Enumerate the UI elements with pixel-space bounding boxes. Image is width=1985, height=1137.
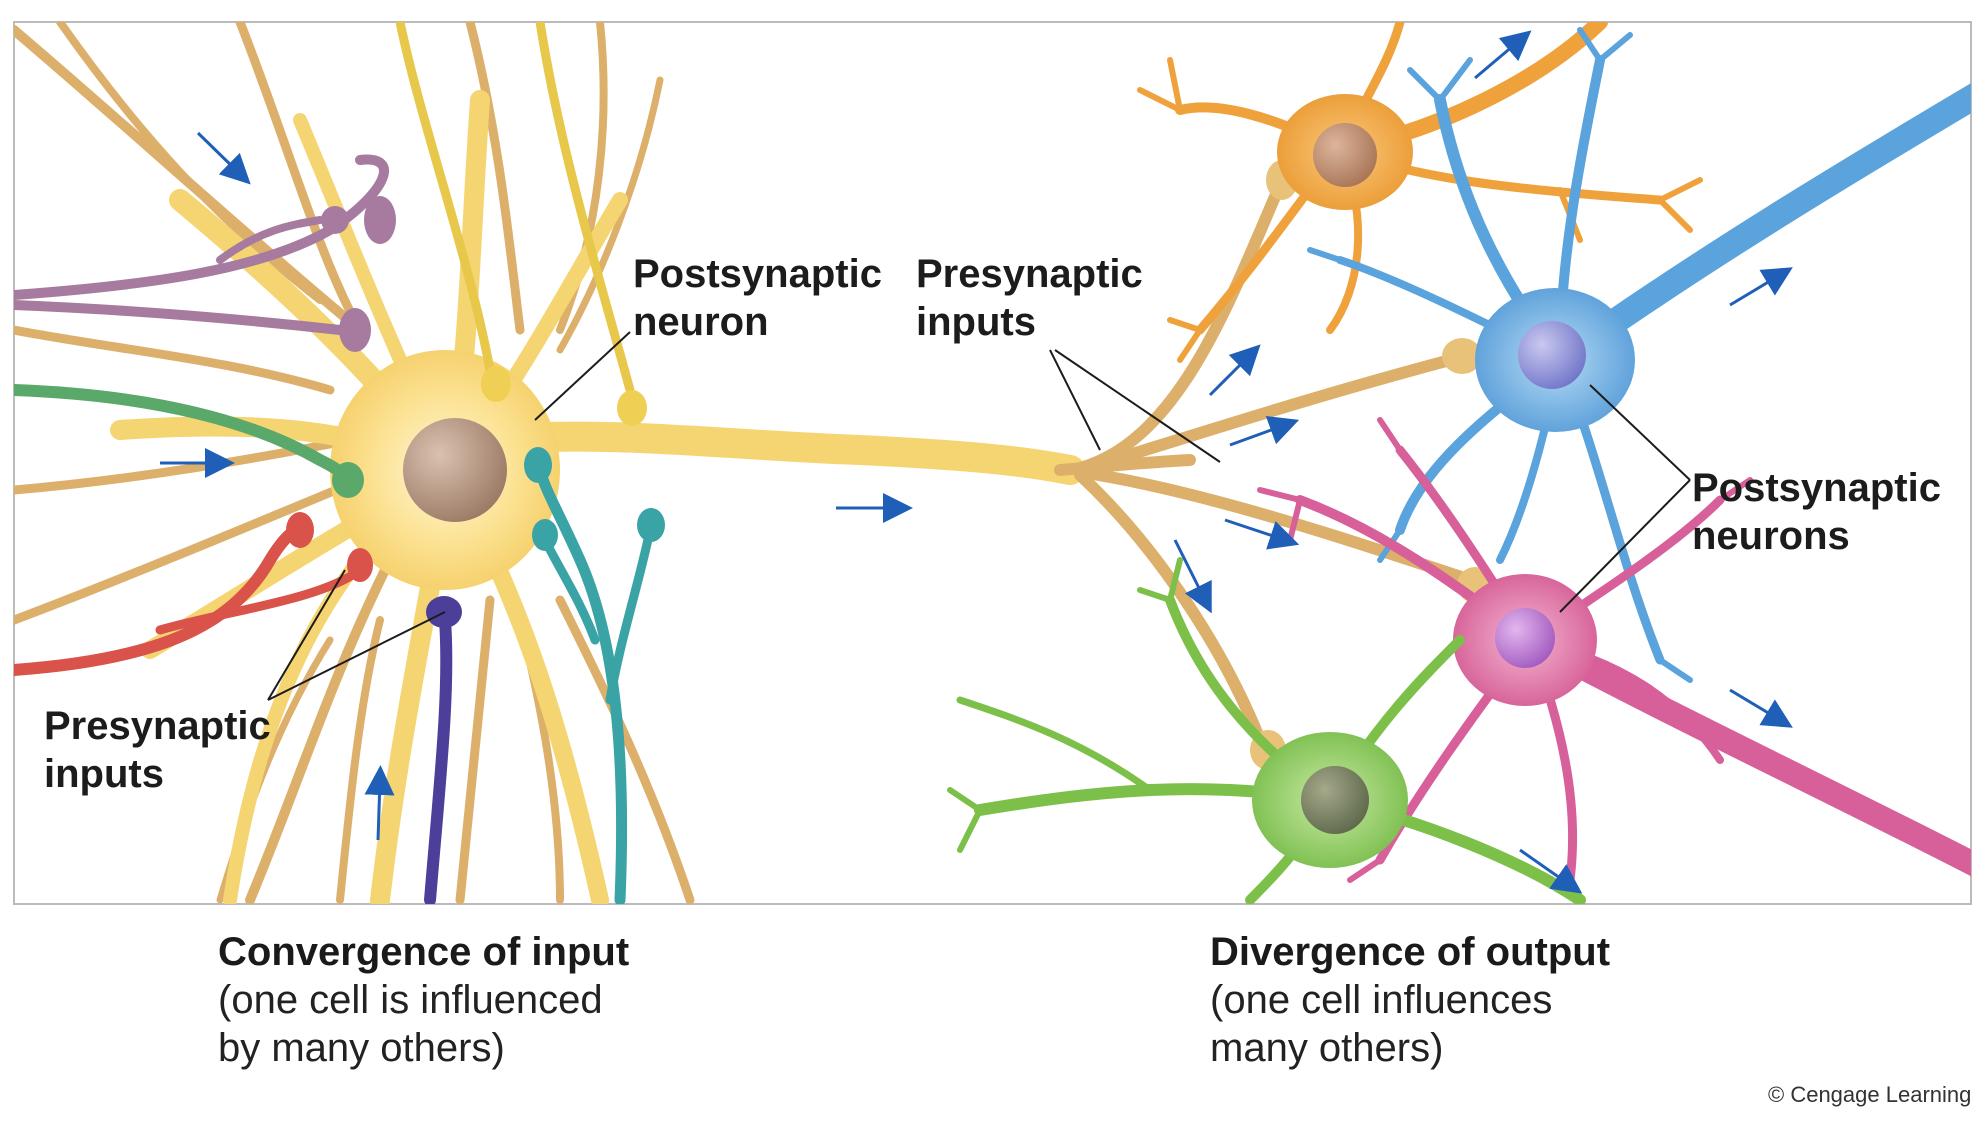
purple-presynaptic-input [14, 154, 389, 335]
orange-neuron [1137, 22, 1703, 363]
green-bouton [332, 462, 364, 498]
yellow-neuron-axon [465, 421, 1085, 485]
divergence-description-line: (one cell influences [1210, 978, 1553, 1022]
divergence-description-line: many others) [1210, 1026, 1444, 1070]
label-line: inputs [44, 752, 164, 796]
signal-arrows [160, 30, 1793, 894]
presynaptic-inputs-left-label: Presynaptic inputs [44, 702, 271, 798]
navy-presynaptic-input [424, 614, 453, 904]
green-neuron [947, 557, 1586, 904]
illustration-content [14, 22, 1971, 904]
yellow-presynaptic-inputs [395, 22, 635, 395]
label-line: inputs [916, 300, 1036, 344]
presynaptic-inputs-middle-label: Presynaptic inputs [916, 250, 1143, 346]
convergence-title: Convergence of input [218, 930, 630, 974]
red-bouton [286, 512, 373, 582]
teal-bouton [524, 447, 665, 551]
label-line: neuron [633, 300, 769, 344]
label-line: Postsynaptic [1692, 466, 1941, 510]
blue-neuron [1307, 27, 1971, 683]
label-line: Postsynaptic [633, 252, 882, 296]
convergence-description-line: by many others) [218, 1026, 505, 1070]
convergence-description-line: (one cell is influenced [218, 978, 603, 1022]
label-pointer-lines [267, 331, 1691, 701]
purple-bouton [321, 196, 396, 352]
label-line: Presynaptic [916, 252, 1143, 296]
label-line: neurons [1692, 514, 1850, 558]
yellow-neuron-nucleus [403, 418, 507, 522]
postsynaptic-neuron-label: Postsynaptic neuron [633, 250, 882, 346]
yellow-bouton [481, 366, 647, 426]
label-line: Presynaptic [44, 704, 271, 748]
copyright-credit: © Cengage Learning [1768, 1082, 1972, 1107]
postsynaptic-neurons-label: Postsynaptic neurons [1692, 464, 1941, 560]
divergence-title: Divergence of output [1210, 930, 1611, 974]
tan-presynaptic-axons [14, 22, 695, 904]
